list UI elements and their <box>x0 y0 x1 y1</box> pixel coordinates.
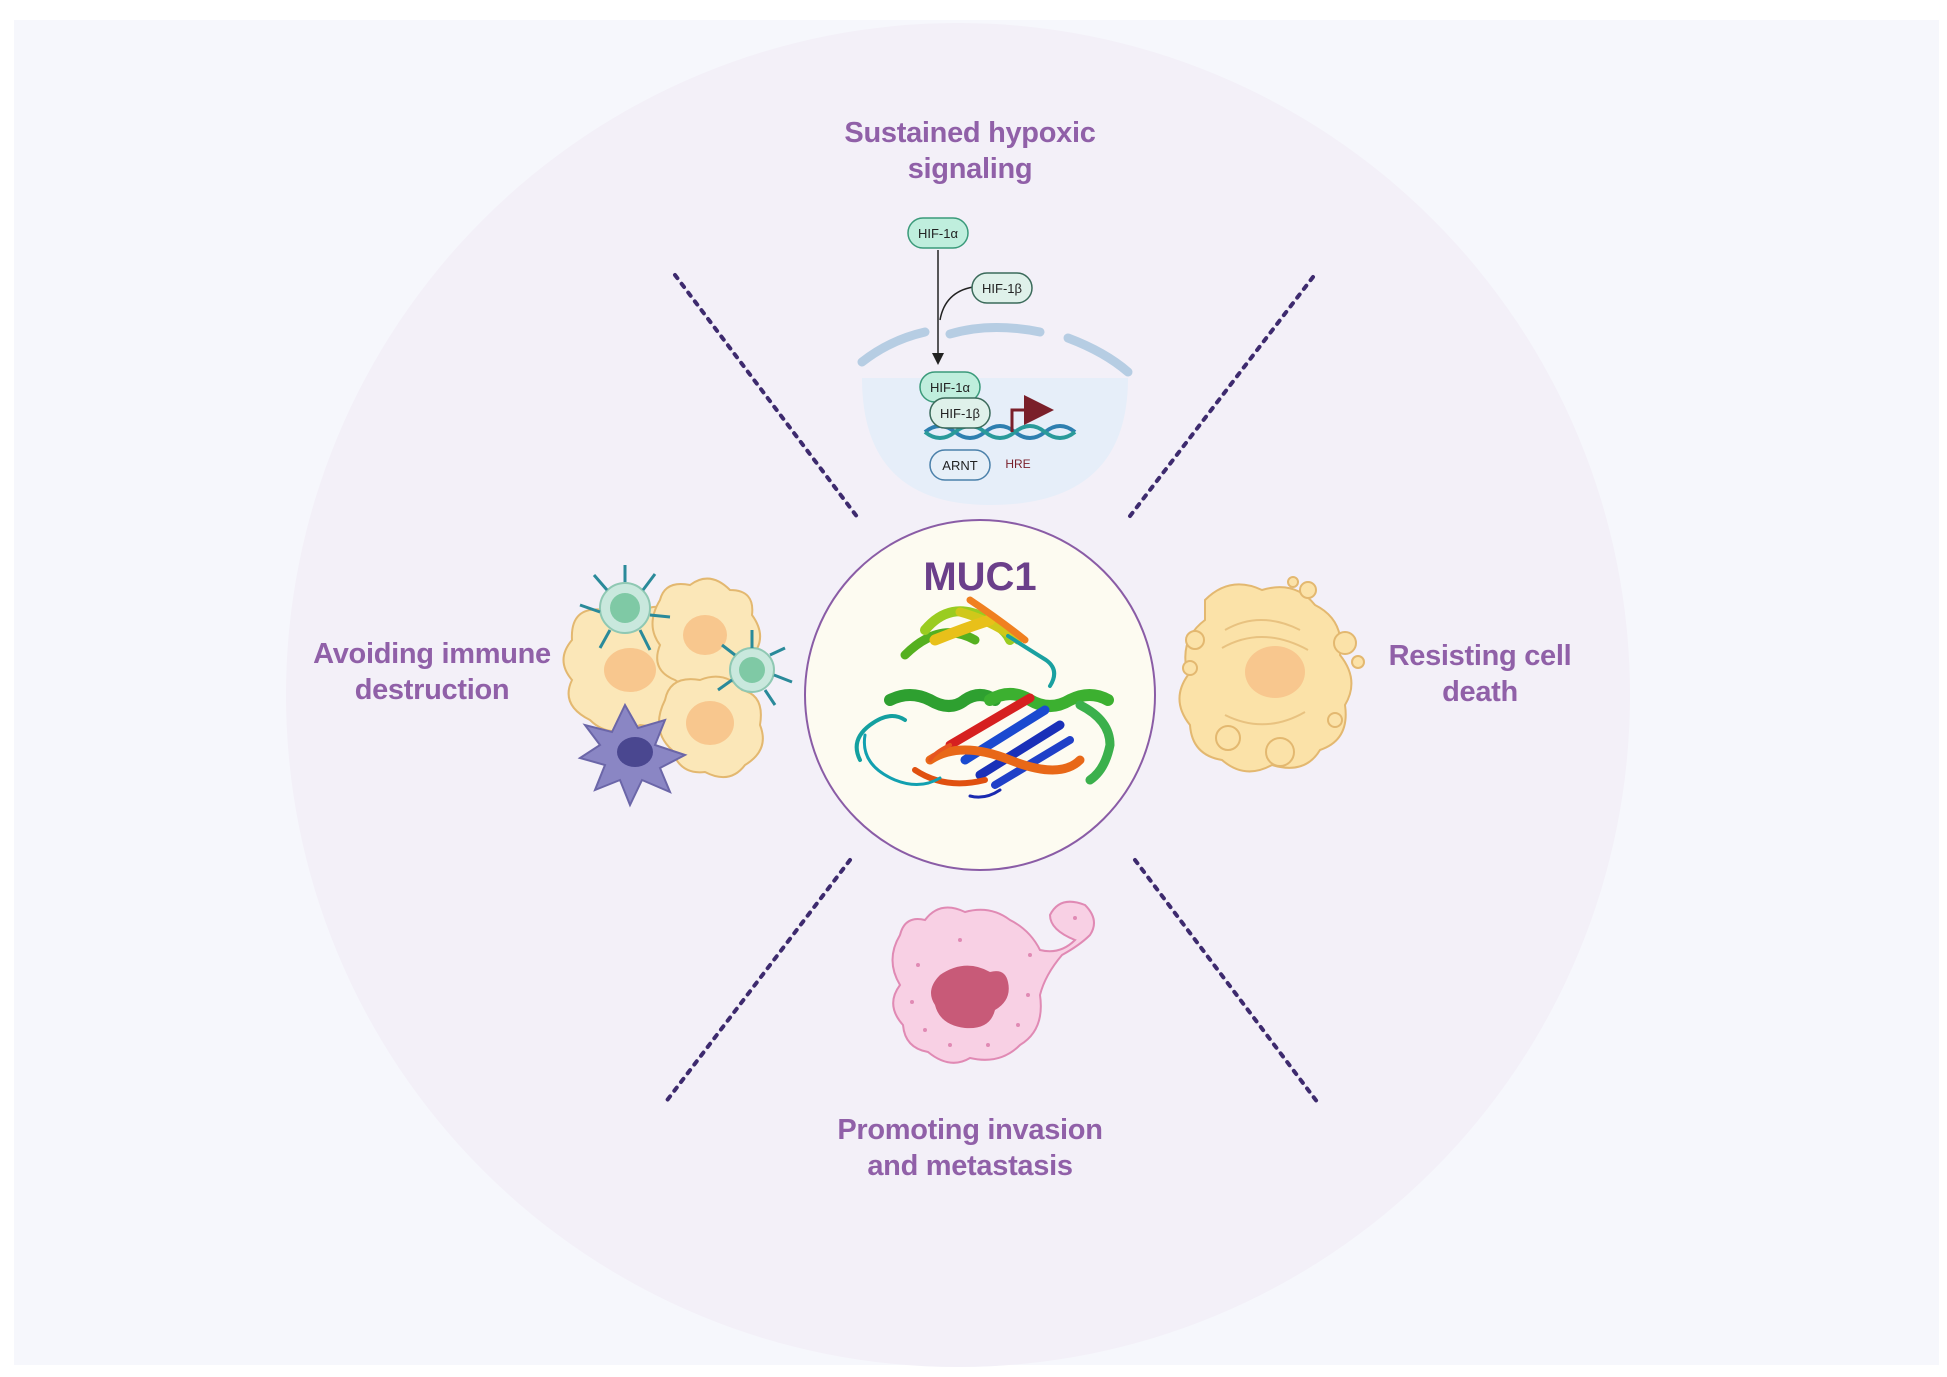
center-title: MUC1 <box>923 555 1037 599</box>
separator-bottom-left <box>663 858 852 1105</box>
immune-cells-illustration <box>562 565 793 808</box>
t-cell-1 <box>579 565 671 651</box>
hif1b-bound-label: HIF-1β <box>940 406 980 421</box>
hif1a-bound-label: HIF-1α <box>930 380 971 395</box>
hallmark-label-immune-destruction: Avoiding immune destruction <box>262 636 602 708</box>
hif1a-free-label: HIF-1α <box>918 226 959 241</box>
arnt-label: ARNT <box>942 458 977 473</box>
nuclear-membrane-mid <box>945 323 1045 339</box>
hypoxia-illustration: HIF-1α HIF-1β HIF-1α HIF-1β ARNT HRE <box>857 217 1133 505</box>
transcription-arrow <box>1010 395 1054 432</box>
nuclear-membrane-right <box>1063 333 1133 377</box>
hallmark-label-line: signaling <box>907 153 1033 185</box>
hif1b-bound-pill <box>929 397 991 429</box>
dna-helix <box>923 424 1077 440</box>
dimerization-arrow <box>939 286 974 321</box>
hallmark-label-hypoxic-signaling: Sustained hypoxic signaling <box>770 115 1170 187</box>
separator-top-right <box>1125 275 1315 522</box>
nucleus-shape <box>862 378 1128 505</box>
t-cell-2 <box>717 630 793 706</box>
hallmark-label-line: death <box>1442 676 1518 708</box>
arnt-pill <box>929 449 991 481</box>
separator-lines <box>663 273 1320 1105</box>
hif1b-free-label: HIF-1β <box>982 281 1022 296</box>
invasive-cell-illustration <box>891 900 1095 1064</box>
dendritic-cell <box>577 702 688 808</box>
hallmark-label-cell-death: Resisting cell death <box>1330 638 1630 710</box>
separator-bottom-right <box>1133 858 1320 1105</box>
hallmark-label-invasion-metastasis: Promoting invasion and metastasis <box>770 1112 1170 1184</box>
hre-label: HRE <box>1005 457 1030 471</box>
hallmark-label-line: and metastasis <box>867 1150 1073 1182</box>
hallmark-label-line: Promoting invasion <box>837 1114 1103 1146</box>
nuclear-membrane-left <box>857 327 930 367</box>
hif1a-free-pill <box>907 217 969 249</box>
hallmark-label-line: Sustained hypoxic <box>844 117 1096 149</box>
hif1b-free-pill <box>971 272 1033 304</box>
hallmark-label-line: Resisting cell <box>1388 640 1572 672</box>
hallmark-label-line: destruction <box>354 674 510 706</box>
separator-top-left <box>673 273 860 520</box>
dying-cell-illustration <box>1178 576 1365 773</box>
muc1-protein-structure-icon <box>854 596 1115 799</box>
hallmark-label-line: Avoiding immune <box>313 638 551 670</box>
